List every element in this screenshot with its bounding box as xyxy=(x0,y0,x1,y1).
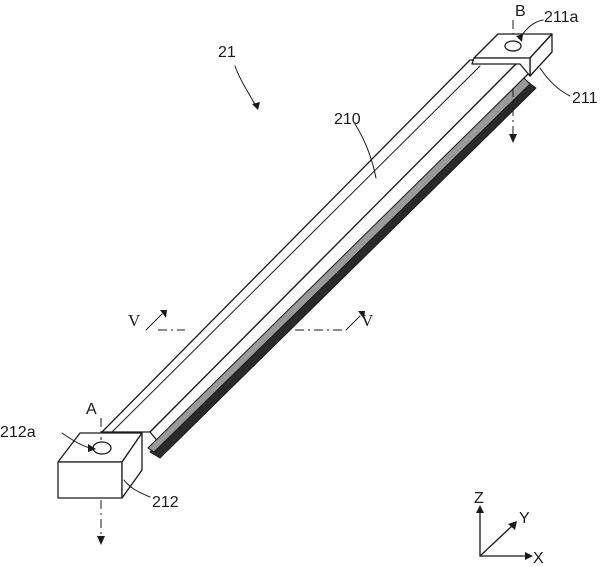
section-arrow-left-head xyxy=(160,310,167,318)
label-210: 210 xyxy=(334,111,361,128)
leader-212a xyxy=(61,432,91,449)
leader-21 xyxy=(234,65,257,107)
label-section-right: V xyxy=(361,311,374,330)
leader-212 xyxy=(123,479,151,498)
label-axis-a: A xyxy=(86,401,97,418)
bar-groove-strip xyxy=(149,81,537,459)
triad-y-axis xyxy=(479,525,513,557)
hole-212a xyxy=(92,441,112,455)
bar-top-face xyxy=(101,59,521,433)
end-block-b-side xyxy=(471,57,531,77)
label-21: 21 xyxy=(218,44,236,61)
triad-z-label: Z xyxy=(474,490,484,507)
triad-z-arrow xyxy=(476,505,484,513)
label-211a: 211a xyxy=(544,9,579,26)
leader-211a-arrow xyxy=(516,34,523,42)
bar-groove-inner xyxy=(147,77,531,453)
end-block-a-front xyxy=(57,461,123,499)
label-section-left: V xyxy=(128,311,141,330)
section-arrow-left-stem xyxy=(145,313,163,331)
triad-y-label: Y xyxy=(519,510,530,527)
axis-a-arrow xyxy=(97,536,105,545)
leader-212a-arrow xyxy=(88,444,96,452)
section-arrow-right-stem xyxy=(345,315,361,331)
triad-y-arrow xyxy=(508,521,517,530)
hole-211a xyxy=(504,40,522,52)
label-212a: 212a xyxy=(0,424,36,441)
triad-x-arrow xyxy=(525,552,533,560)
bar-top-edge-line xyxy=(111,65,481,433)
leader-211 xyxy=(539,67,571,97)
section-arrow-right-head xyxy=(358,311,365,319)
triad-x-label: X xyxy=(533,550,544,567)
label-212: 212 xyxy=(152,494,179,511)
leader-210 xyxy=(354,123,377,179)
leader-21-arrow xyxy=(252,102,260,110)
label-211: 211 xyxy=(572,90,598,107)
end-block-a-side xyxy=(121,432,143,499)
axis-b-arrow xyxy=(509,134,517,143)
label-axis-b: B xyxy=(515,3,526,20)
